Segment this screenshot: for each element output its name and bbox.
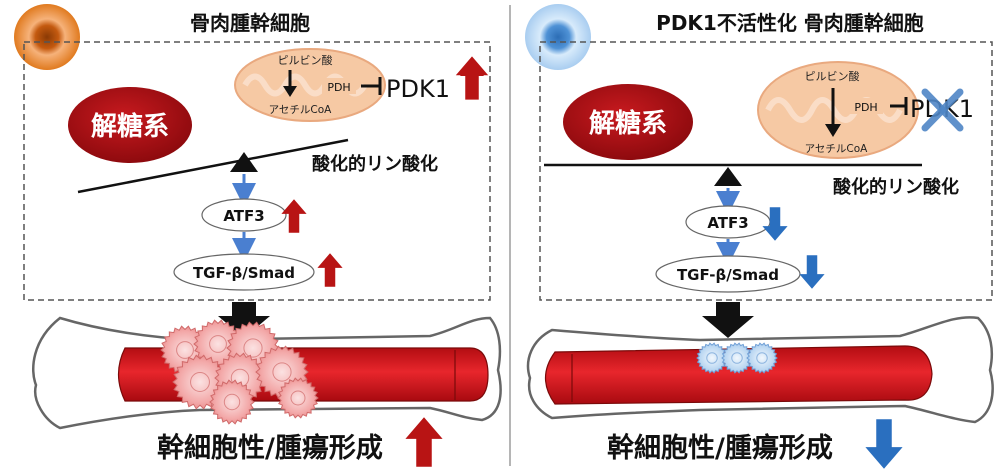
- right-dashed-box: [539, 41, 993, 301]
- right-big-down-arrow: [702, 302, 754, 338]
- left-balance-line: [77, 138, 349, 194]
- left-oxphos: 酸化的リン酸化: [312, 153, 438, 175]
- left-big-down-arrow: [218, 302, 270, 338]
- left-tumor-cells: [160, 319, 319, 425]
- left-glycolysis: 解糖系: [91, 111, 169, 142]
- left-atf3: ATF3: [223, 207, 264, 225]
- tumor-cell-icon: [746, 342, 778, 374]
- left-fulcrum: [230, 152, 258, 172]
- right-tgf-ellipse: [655, 255, 801, 293]
- left-pdk1: PDK1: [386, 75, 450, 103]
- left-mitochondria: ピルビン酸 PDH アセチルCoA: [234, 48, 386, 122]
- left-title: 骨肉腫幹細胞: [190, 11, 310, 35]
- mitochondria-icon: [757, 61, 919, 159]
- right-pdh: PDH: [854, 101, 877, 114]
- right-pdk1-cross-icon: [921, 88, 964, 132]
- right-stem-cell-icon: [525, 4, 591, 70]
- left-panel: 骨肉腫幹細胞 ピルビン酸 PDH アセチルCoA PDK1 解糖系 酸化的リン酸…: [14, 4, 502, 467]
- right-tumor-cells: [696, 342, 778, 374]
- tumor-cell-icon: [209, 379, 255, 425]
- left-outcome-up-arrow: [405, 417, 443, 467]
- left-atf3-ellipse: [201, 198, 287, 232]
- left-pyruvate: ピルビン酸: [278, 53, 333, 67]
- right-panel: PDK1不活性化 骨肉腫幹細胞 ピルビン酸 PDH アセチルCoA PDK1 解…: [525, 4, 994, 469]
- tumor-cell-icon: [696, 342, 728, 374]
- left-inhibition-bar: [361, 77, 382, 95]
- left-dashed-box: [23, 41, 491, 301]
- right-glycolysis: 解糖系: [589, 108, 667, 139]
- right-outcome-down-arrow: [865, 419, 903, 469]
- mitochondria-icon: [234, 48, 386, 122]
- bone-marrow: [544, 345, 933, 405]
- left-glycolysis-ellipse: [68, 87, 192, 163]
- right-fulcrum: [714, 167, 742, 186]
- left-pdh: PDH: [327, 81, 350, 94]
- left-tgf-ellipse: [173, 253, 315, 291]
- left-outcome: 幹細胞性/腫瘍形成: [157, 432, 383, 464]
- right-acetyl-coa: アセチルCoA: [805, 143, 869, 155]
- right-oxphos: 酸化的リン酸化: [833, 176, 959, 198]
- right-atf3: ATF3: [707, 214, 748, 232]
- right-pyruvate: ピルビン酸: [805, 69, 860, 83]
- left-acetyl-coa: アセチルCoA: [269, 104, 333, 116]
- tumor-cell-icon: [277, 377, 319, 419]
- left-tgf: TGF-β/Smad: [193, 264, 295, 282]
- right-tgf: TGF-β/Smad: [677, 266, 779, 284]
- right-inhibition-bar: [890, 97, 908, 115]
- right-title: PDK1不活性化 骨肉腫幹細胞: [656, 11, 924, 35]
- right-mitochondria: ピルビン酸 PDH アセチルCoA: [757, 61, 919, 159]
- right-outcome: 幹細胞性/腫瘍形成: [607, 432, 833, 464]
- tumor-cell-icon: [721, 342, 753, 374]
- right-glycolysis-ellipse: [563, 84, 693, 160]
- left-stem-cell-icon: [14, 4, 80, 70]
